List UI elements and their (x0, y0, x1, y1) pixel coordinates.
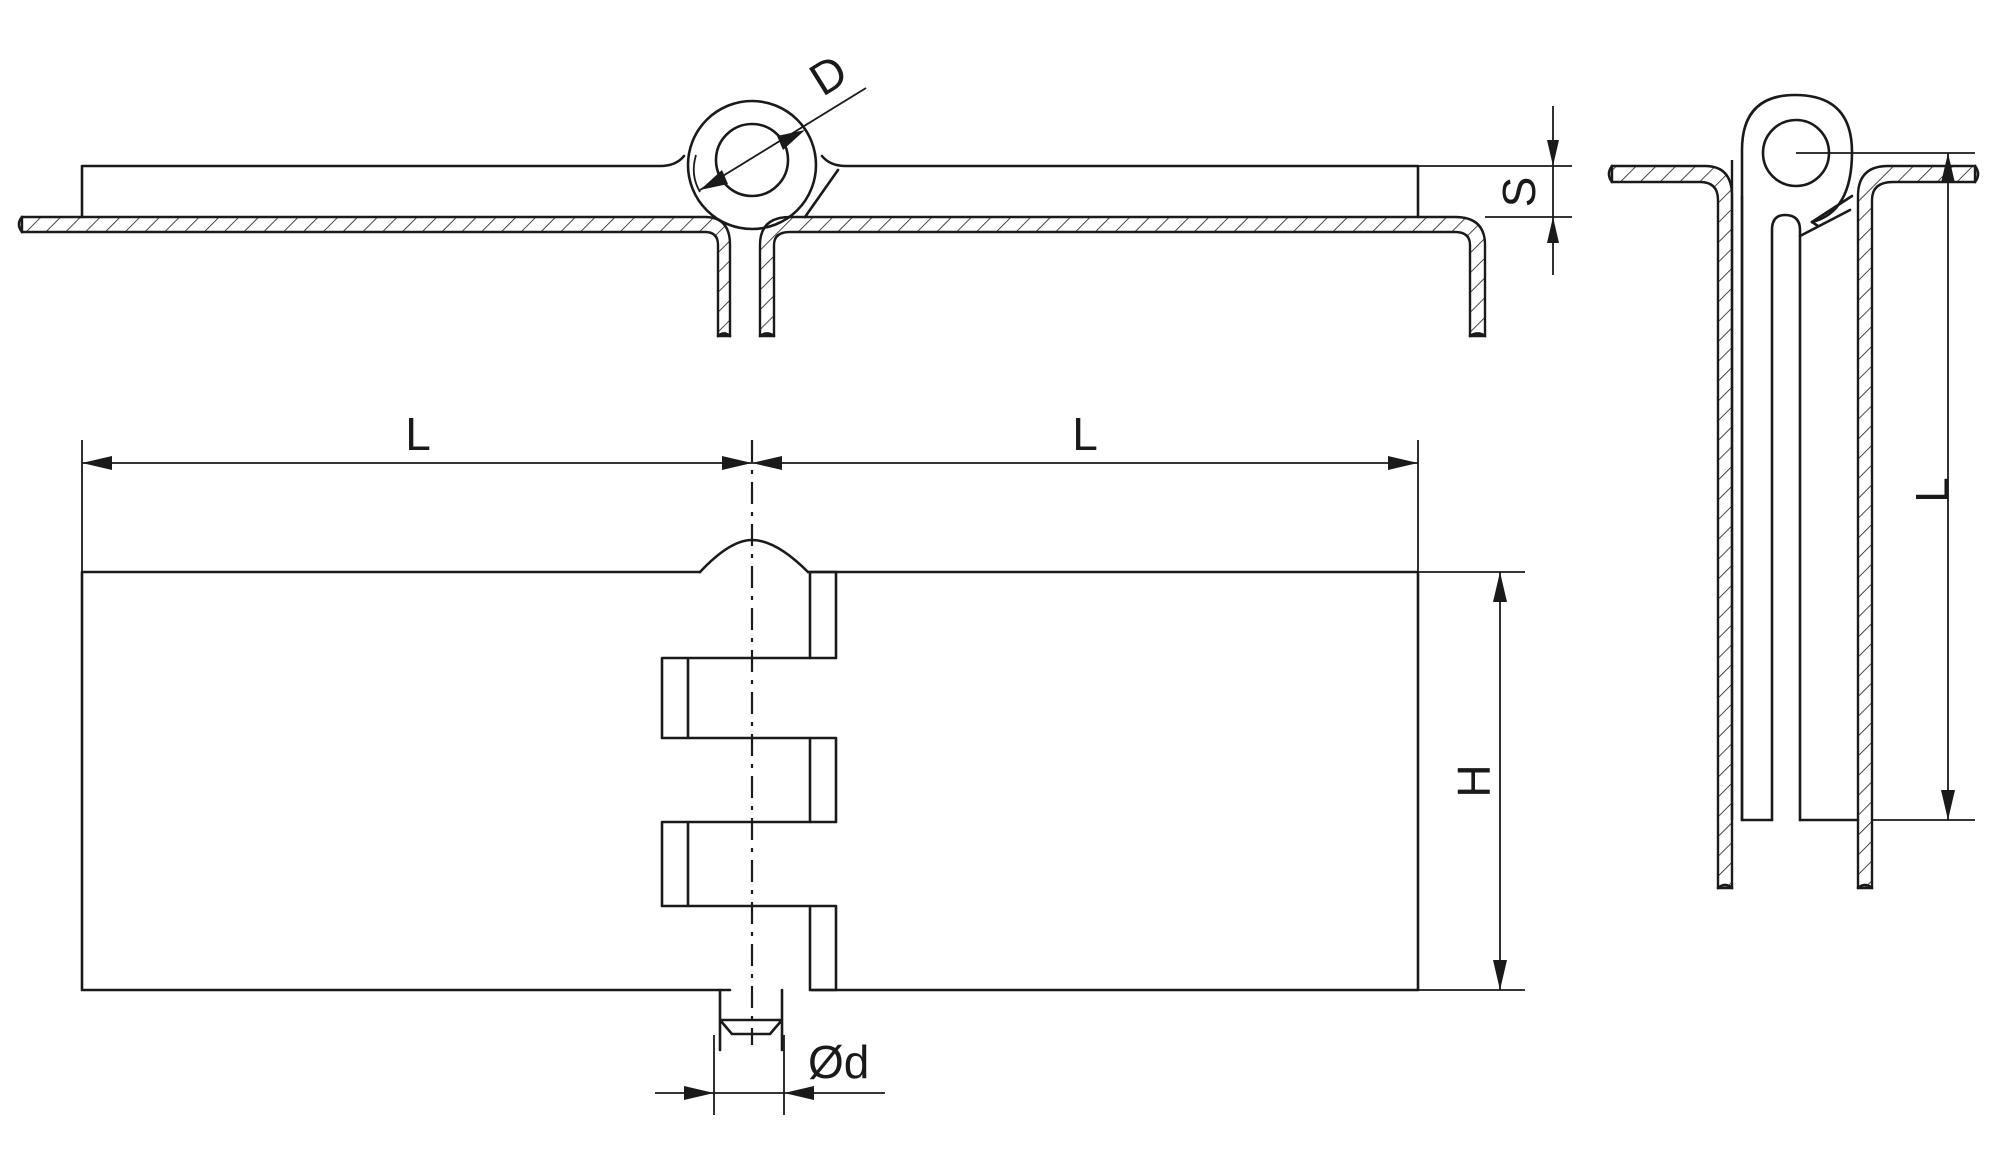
side-view: L (1607, 93, 1980, 890)
base-sheet-right (758, 215, 1487, 338)
upper-leaf-right (820, 154, 1420, 219)
side-flange-left (1610, 164, 1734, 890)
base-sheet-left (20, 215, 732, 338)
knuckle-left-2 (660, 820, 812, 908)
knuckle-outer (686, 99, 818, 231)
label-H: H (1448, 764, 1500, 797)
knuckle-right-3 (808, 904, 838, 992)
label-L-side: L (1906, 477, 1958, 503)
label-D: D (800, 44, 856, 106)
side-flange-right (1856, 164, 1977, 890)
side-knuckle-outer (1740, 93, 1854, 822)
knuckle-right-2 (808, 736, 838, 824)
front-view: L L H Ød (80, 408, 1525, 1115)
knuckle-left-1 (660, 656, 812, 740)
label-L-left: L (405, 408, 431, 460)
knuckle-right-1 (808, 570, 838, 660)
top-section-view: D S (17, 44, 1572, 338)
pin-end (718, 988, 784, 1052)
pin-head (698, 538, 810, 574)
label-pin-diameter: Ød (808, 1036, 869, 1088)
label-S: S (1493, 177, 1545, 208)
side-inner-left (1730, 160, 1744, 820)
pin-hole (714, 122, 790, 198)
hinge-leaves-outline (80, 570, 1420, 992)
label-L-right: L (1072, 408, 1098, 460)
upper-leaf-left (80, 154, 686, 219)
